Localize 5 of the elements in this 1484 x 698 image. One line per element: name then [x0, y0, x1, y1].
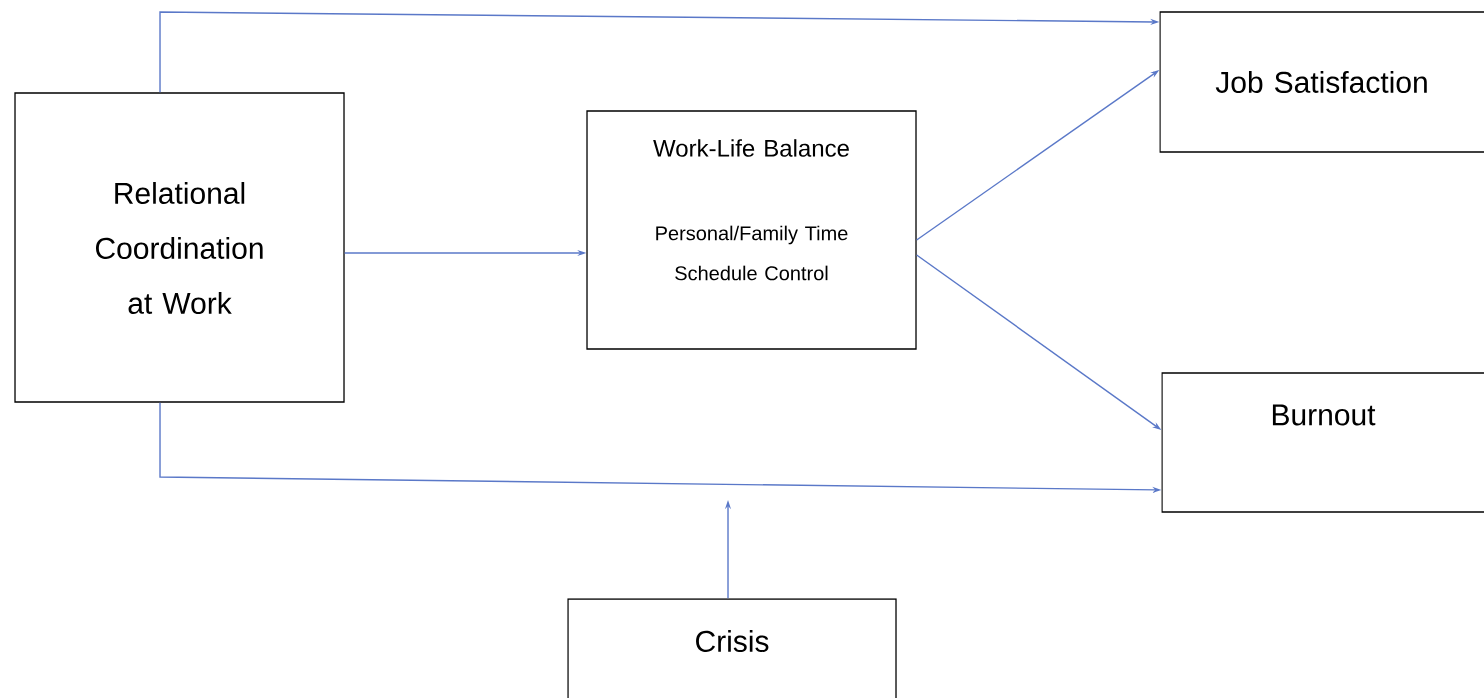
concept-box: Job Satisfaction: [1159, 11, 1484, 153]
concept-box: Relational Coordination at Work: [14, 92, 345, 403]
concept-box: Crisis: [567, 598, 897, 698]
concept-box: Work-Life Balance Personal/Family Time Schedule Control: [586, 110, 917, 350]
concept-box: Burnout: [1161, 372, 1484, 513]
